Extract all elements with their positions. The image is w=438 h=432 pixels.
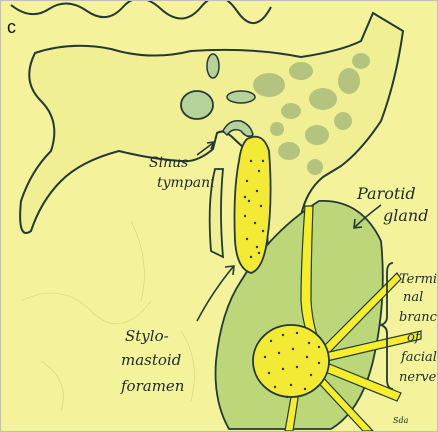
stylo-label-line1: Stylo- xyxy=(125,327,169,345)
terminal-label-line4: of xyxy=(407,330,422,345)
terminal-label-line2: nal xyxy=(403,290,423,305)
terminal-label-line3: branch xyxy=(399,310,437,325)
round-window xyxy=(181,91,213,119)
ossicle-shape xyxy=(207,54,219,78)
panel-label: c xyxy=(7,17,16,37)
stylo-label-line3: foramen xyxy=(120,377,184,395)
sinus-label-line1: Sinus xyxy=(149,155,188,171)
styloid-process xyxy=(235,137,271,273)
parotid-label-line1: Parotid xyxy=(356,184,416,203)
ossicle-shape xyxy=(227,91,255,103)
parotid-label-line2: gland xyxy=(383,206,428,225)
sinus-label-line2: tympani xyxy=(157,175,215,191)
terminal-label-line5: facial xyxy=(400,350,437,365)
stylo-label-line2: mastoid xyxy=(121,351,181,369)
gland-deep-lobe xyxy=(253,325,329,397)
terminal-label-line6: nerve xyxy=(399,370,437,385)
artist-signature: Sda xyxy=(393,416,409,425)
terminal-label-line1: Termi xyxy=(399,272,437,287)
